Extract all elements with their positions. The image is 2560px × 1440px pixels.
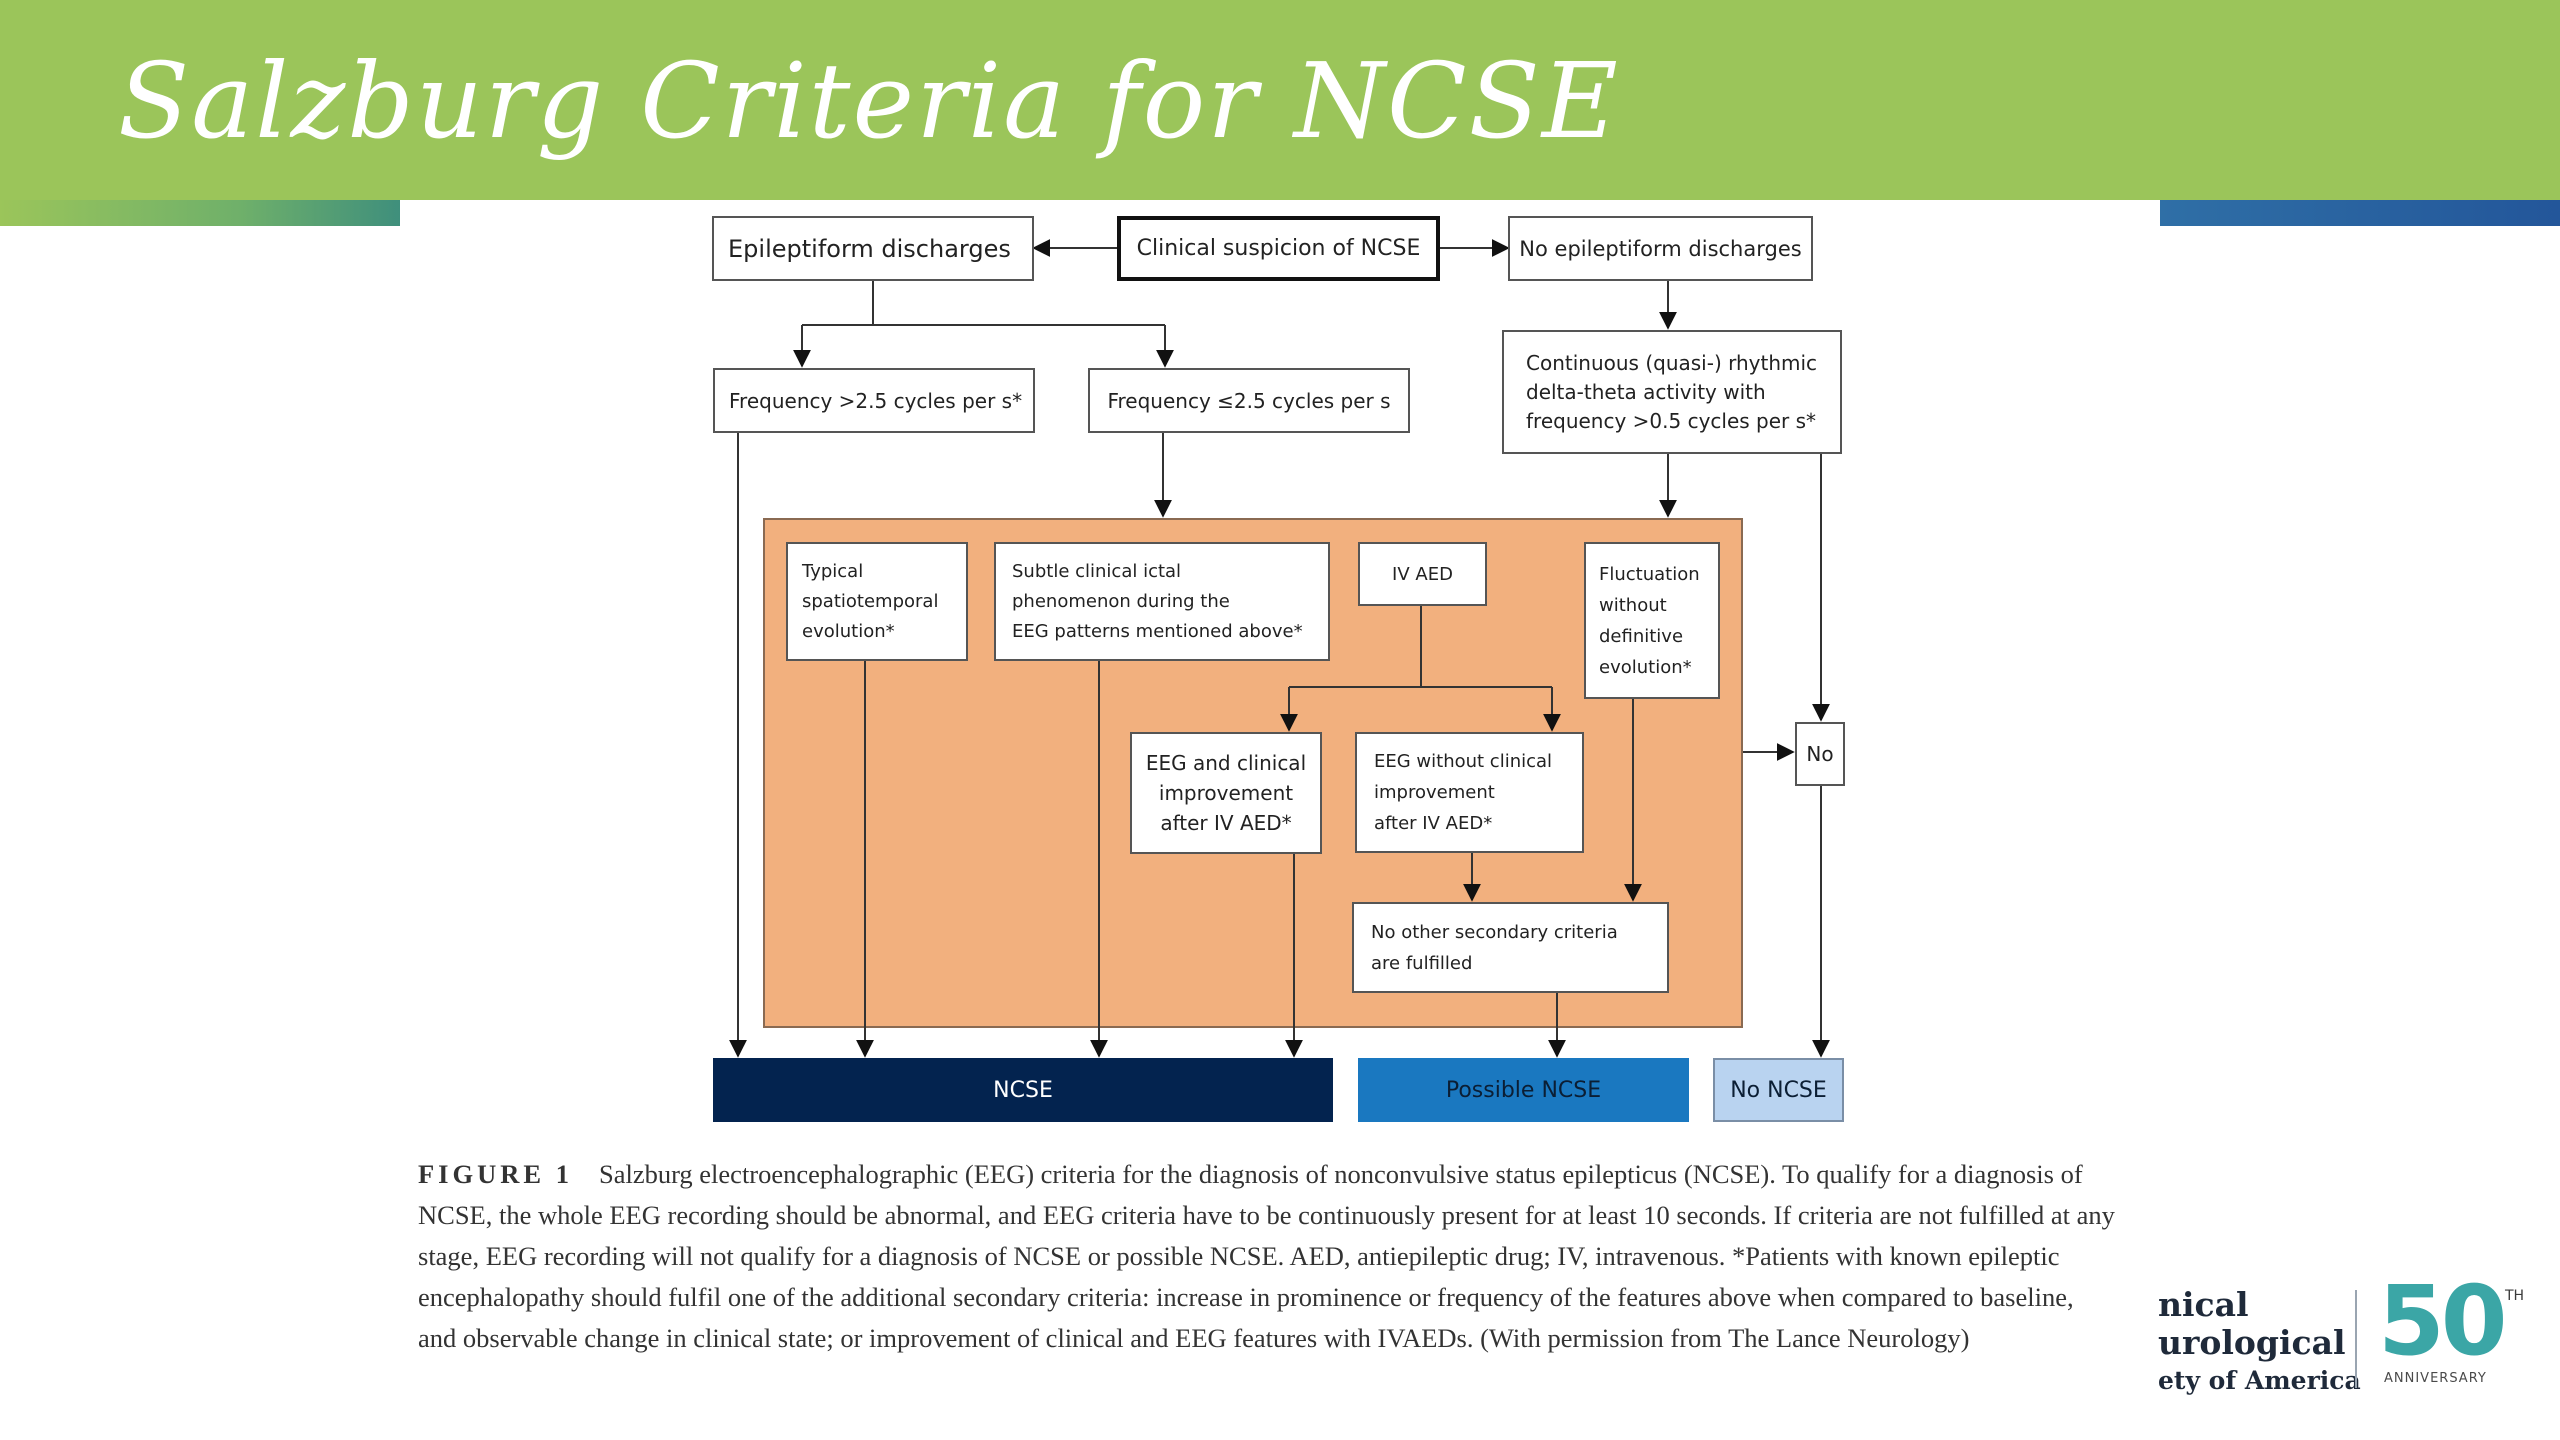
node-improvement-line-3: after IV AED*: [1160, 811, 1292, 835]
node-iv-aed: IV AED: [1358, 542, 1487, 606]
logo-line-2: urological: [2158, 1323, 2346, 1362]
node-typical-line-1: Typical: [802, 560, 864, 582]
node-no-epileptiform-discharges: No epileptiform discharges: [1508, 216, 1813, 281]
node-typical-line-2: spatiotemporal: [802, 590, 939, 612]
node-no-epileptiform-label: No epileptiform discharges: [1519, 236, 1802, 261]
node-frequency-le-label: Frequency ≤2.5 cycles per s: [1107, 388, 1391, 413]
figure-caption-text: Salzburg electroencephalographic (EEG) c…: [418, 1159, 2115, 1353]
result-possible-ncse: Possible NCSE: [1358, 1058, 1689, 1122]
node-iv-aed-label: IV AED: [1392, 563, 1453, 585]
node-typical-evolution: Typical spatiotemporal evolution*: [786, 542, 968, 661]
node-no-label: No: [1806, 742, 1834, 766]
node-without-improvement-line-1: EEG without clinical: [1374, 751, 1553, 772]
node-frequency-le-2-5: Frequency ≤2.5 cycles per s: [1088, 368, 1410, 433]
node-improvement-line-2: improvement: [1158, 781, 1294, 805]
slide-title: Salzburg Criteria for NCSE: [118, 40, 1620, 162]
node-continuous-line-2: delta-theta activity with: [1526, 379, 1766, 404]
node-subtle-line-3: EEG patterns mentioned above*: [1012, 620, 1303, 642]
node-epileptiform-discharges: Epileptiform discharges: [712, 216, 1034, 281]
anniversary-number: 50: [2378, 1265, 2508, 1377]
node-fluctuation-line-2: without: [1599, 594, 1667, 616]
logo-line-1: nical: [2158, 1285, 2249, 1324]
logo-divider: [2355, 1290, 2357, 1388]
node-eeg-clinical-improvement: EEG and clinical improvement after IV AE…: [1130, 732, 1322, 854]
node-no-other-line-1: No other secondary criteria: [1371, 921, 1618, 943]
node-no-other-secondary-criteria: No other secondary criteria are fulfille…: [1352, 902, 1669, 993]
anniversary-suffix: TH: [2505, 1288, 2525, 1304]
slide-header: Salzburg Criteria for NCSE: [0, 0, 2560, 200]
node-frequency-gt-label: Frequency >2.5 cycles per s*: [729, 388, 1023, 413]
header-accent-stripe-left: [0, 200, 400, 226]
node-epileptiform-label: Epileptiform discharges: [728, 234, 1011, 263]
node-continuous-rhythmic-activity: Continuous (quasi-) rhythmic delta-theta…: [1502, 330, 1842, 454]
logo-line-3: ety of America: [2158, 1366, 2361, 1395]
node-improvement-line-1: EEG and clinical: [1145, 751, 1307, 775]
result-possible-ncse-label: Possible NCSE: [1445, 1077, 1602, 1103]
header-accent-stripe-right: [2160, 200, 2560, 226]
result-ncse-label: NCSE: [993, 1077, 1053, 1103]
node-without-improvement-line-2: improvement: [1374, 782, 1495, 803]
node-continuous-line-1: Continuous (quasi-) rhythmic: [1526, 350, 1818, 375]
node-clinical-suspicion-label: Clinical suspicion of NCSE: [1136, 236, 1421, 261]
node-frequency-gt-2-5: Frequency >2.5 cycles per s*: [713, 368, 1035, 433]
node-clinical-suspicion: Clinical suspicion of NCSE: [1117, 216, 1440, 281]
node-continuous-line-3: frequency >0.5 cycles per s*: [1526, 408, 1817, 433]
anniversary-label: ANNIVERSARY: [2384, 1371, 2487, 1386]
node-eeg-without-improvement: EEG without clinical improvement after I…: [1355, 732, 1584, 853]
result-ncse: NCSE: [713, 1058, 1333, 1122]
result-no-ncse-label: No NCSE: [1730, 1077, 1827, 1103]
node-no: No: [1795, 722, 1845, 786]
society-logo-text: nical urological ety of America: [2158, 1286, 2361, 1400]
node-without-improvement-line-3: after IV AED*: [1374, 813, 1493, 834]
node-fluctuation-line-4: evolution*: [1599, 656, 1692, 678]
node-no-other-line-2: are fulfilled: [1371, 952, 1473, 974]
node-subtle-line-1: Subtle clinical ictal: [1012, 560, 1182, 582]
node-fluctuation-without-evolution: Fluctuation without definitive evolution…: [1584, 542, 1720, 699]
node-typical-line-3: evolution*: [802, 620, 895, 642]
node-subtle-clinical-phenomenon: Subtle clinical ictal phenomenon during …: [994, 542, 1330, 661]
node-fluctuation-line-1: Fluctuation: [1599, 563, 1700, 585]
result-no-ncse: No NCSE: [1713, 1058, 1844, 1122]
node-fluctuation-line-3: definitive: [1599, 625, 1684, 647]
node-subtle-line-2: phenomenon during the: [1012, 590, 1230, 612]
figure-label: FIGURE 1: [418, 1159, 573, 1189]
